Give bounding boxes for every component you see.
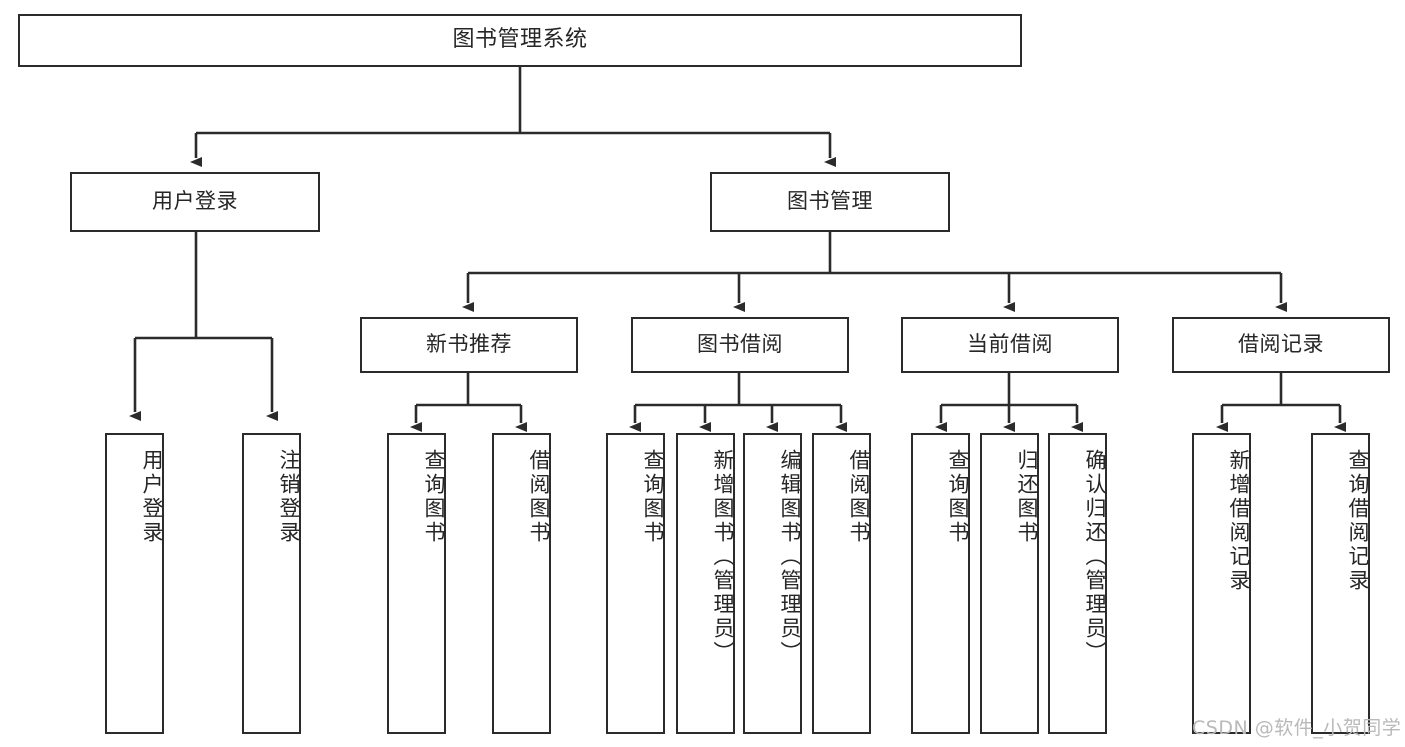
leaf-query-book-borrowing[interactable]: 查询图书 — [606, 433, 665, 734]
node-book-management[interactable]: 图书管理 — [710, 172, 950, 232]
node-label: 图书借阅 — [697, 332, 783, 357]
node-label: 借阅图书 — [527, 449, 551, 545]
node-label: 图书管理 — [787, 189, 873, 214]
node-label: 确认归还（管理员） — [1083, 449, 1107, 665]
node-label: 查询借阅记录 — [1346, 449, 1370, 593]
node-label: 编辑图书（管理员） — [778, 449, 802, 665]
leaf-borrow-book[interactable]: 借阅图书 — [812, 433, 871, 734]
node-borrowing-record[interactable]: 借阅记录 — [1172, 317, 1390, 373]
node-label: 新书推荐 — [426, 332, 512, 357]
leaf-query-book-recommendation[interactable]: 查询图书 — [387, 433, 446, 734]
leaf-confirm-return-admin[interactable]: 确认归还（管理员） — [1048, 433, 1107, 734]
node-label: 新增图书（管理员） — [711, 449, 735, 665]
node-label: 当前借阅 — [967, 332, 1053, 357]
node-label: 查询图书 — [422, 449, 446, 545]
leaf-add-borrowing-record[interactable]: 新增借阅记录 — [1192, 433, 1251, 734]
leaf-edit-book-admin[interactable]: 编辑图书（管理员） — [743, 433, 802, 734]
node-label: 归还图书 — [1015, 449, 1039, 545]
node-label: 借阅记录 — [1238, 332, 1324, 357]
node-label: 查询图书 — [641, 449, 665, 545]
node-label: 用户登录 — [152, 189, 238, 214]
leaf-query-borrowing-record[interactable]: 查询借阅记录 — [1311, 433, 1370, 734]
node-new-book-recommendation[interactable]: 新书推荐 — [360, 317, 578, 373]
node-label: 用户登录 — [140, 449, 164, 545]
node-current-borrowing[interactable]: 当前借阅 — [901, 317, 1119, 373]
node-label: 注销登录 — [277, 449, 301, 545]
leaf-borrow-book-recommendation[interactable]: 借阅图书 — [492, 433, 551, 734]
leaf-return-book[interactable]: 归还图书 — [980, 433, 1039, 734]
node-label: 查询图书 — [946, 449, 970, 545]
node-label: 图书管理系统 — [452, 27, 588, 53]
node-label: 借阅图书 — [847, 449, 871, 545]
leaf-add-book-admin[interactable]: 新增图书（管理员） — [676, 433, 735, 734]
node-book-borrowing[interactable]: 图书借阅 — [631, 317, 849, 373]
leaf-query-book-current[interactable]: 查询图书 — [911, 433, 970, 734]
node-label: 新增借阅记录 — [1227, 449, 1251, 593]
csdn-watermark: CSDN @软件_小贺同学 — [1192, 717, 1402, 739]
node-user-login[interactable]: 用户登录 — [70, 172, 320, 232]
node-root-book-management-system[interactable]: 图书管理系统 — [18, 14, 1022, 67]
leaf-user-login[interactable]: 用户登录 — [105, 433, 164, 734]
leaf-logout-login[interactable]: 注销登录 — [242, 433, 301, 734]
